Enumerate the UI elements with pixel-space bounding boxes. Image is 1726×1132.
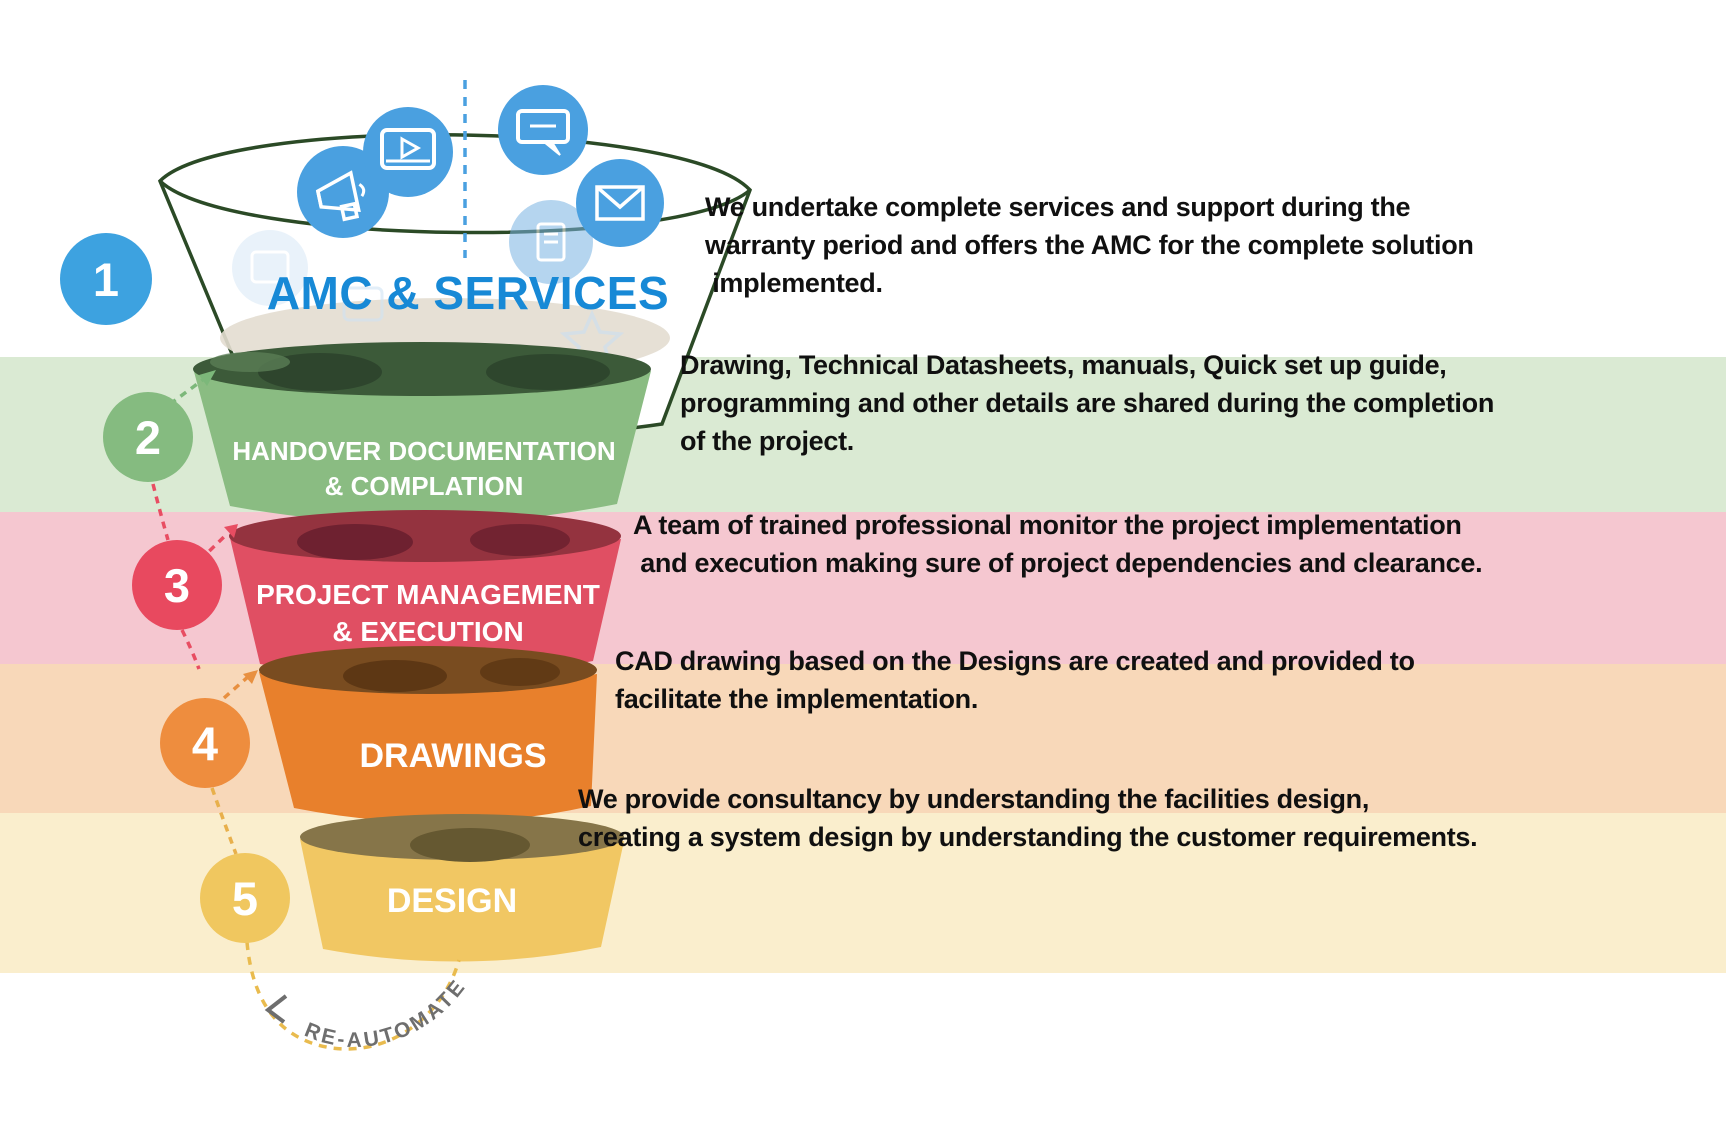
stage3-title: PROJECT MANAGEMENT & EXECUTION: [256, 579, 600, 647]
step-badge-3: 3: [132, 540, 222, 630]
arc-arrowhead-icon: [264, 994, 288, 1024]
stage2-title: HANDOVER DOCUMENTATION & COMPLATION: [232, 436, 616, 501]
stage4-description: CAD drawing based on the Designs are cre…: [615, 646, 1415, 714]
stage1-description: We undertake complete services and suppo…: [705, 192, 1474, 298]
megaphone-icon: [297, 146, 389, 238]
step-badge-1: 1: [60, 233, 152, 325]
stage3-description: A team of trained professional monitor t…: [633, 510, 1483, 578]
video-player-icon: [363, 107, 453, 197]
stage4-title: DRAWINGS: [359, 737, 547, 775]
step-badge-4: 4: [160, 698, 250, 788]
funnel-badges: [297, 85, 664, 284]
document-icon: [509, 200, 593, 284]
stage1-title: AMC & SERVICES: [266, 267, 670, 319]
cup-handover: [193, 342, 651, 524]
step-badge-5: 5: [200, 853, 290, 943]
re-automate-label: RE-AUTOMATE: [301, 974, 471, 1052]
email-icon: [576, 159, 664, 247]
cup-project: [229, 510, 621, 679]
cup-drawings: [259, 646, 597, 823]
stage5-title: DESIGN: [386, 882, 518, 920]
stage2-description: Drawing, Technical Datasheets, manuals, …: [680, 350, 1495, 456]
step-badge-2: 2: [103, 392, 193, 482]
chat-bubble-icon: [498, 85, 588, 175]
stage5-description: We provide consultancy by understanding …: [578, 784, 1478, 852]
cup-design: [300, 814, 624, 962]
